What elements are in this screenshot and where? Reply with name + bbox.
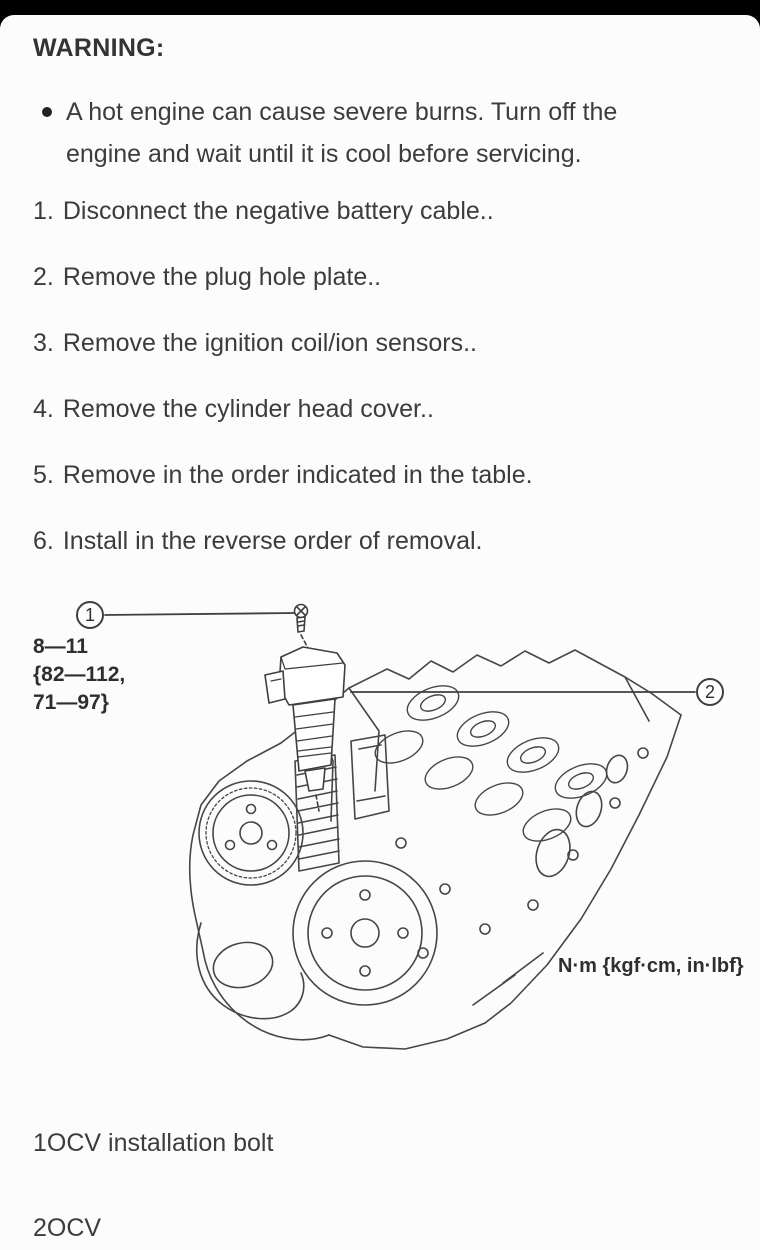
step-item: 1. Disconnect the negative battery cable… bbox=[33, 197, 732, 226]
torque-line-2: {82—112, bbox=[33, 663, 126, 686]
torque-spec: 8—11 {82—112, 71—97} bbox=[33, 633, 125, 717]
document-content: WARNING: A hot engine can cause severe b… bbox=[0, 15, 760, 1243]
legend-label: OCV bbox=[46, 1214, 102, 1242]
step-number: 4. bbox=[33, 395, 54, 423]
step-item: 4. Remove the cylinder head cover.. bbox=[33, 395, 732, 424]
step-text: Install in the reverse order of removal. bbox=[62, 527, 483, 555]
step-item: 6. Install in the reverse order of remov… bbox=[33, 527, 732, 556]
engine-diagram: 1 2 8—11 {82—112, 71—97} N·m {kgf·cm, in… bbox=[33, 593, 760, 1093]
step-text: Remove the cylinder head cover.. bbox=[62, 395, 434, 423]
legend-label: OCV installation bolt bbox=[46, 1129, 274, 1157]
legend-item: 1OCV installation bolt bbox=[33, 1129, 732, 1158]
torque-units-label: N·m {kgf·cm, in·lbf} bbox=[558, 955, 744, 977]
procedure-steps: 1. Disconnect the negative battery cable… bbox=[33, 197, 732, 556]
step-number: 1. bbox=[33, 197, 54, 225]
ocv-valve bbox=[264, 634, 346, 812]
step-number: 2. bbox=[33, 263, 54, 291]
step-number: 3. bbox=[33, 329, 54, 357]
torque-line-1: 8—11 bbox=[33, 635, 88, 658]
warning-bullet-text: A hot engine can cause severe burns. Tur… bbox=[66, 98, 618, 168]
legend-number: 1 bbox=[33, 1129, 47, 1157]
torque-line-3: 71—97} bbox=[33, 691, 109, 714]
step-number: 5. bbox=[33, 461, 54, 489]
step-text: Remove in the order indicated in the tab… bbox=[62, 461, 533, 489]
legend-number: 2 bbox=[33, 1214, 47, 1242]
step-number: 6. bbox=[33, 527, 54, 555]
callout-1-number: 1 bbox=[84, 604, 95, 625]
step-item: 3. Remove the ignition coil/ion sensors.… bbox=[33, 329, 732, 358]
callout-2-badge: 2 bbox=[696, 678, 724, 706]
callout-1-badge: 1 bbox=[76, 601, 104, 629]
legend-item: 2OCV bbox=[33, 1214, 732, 1243]
step-item: 2. Remove the plug hole plate.. bbox=[33, 263, 732, 292]
leader-lines bbox=[104, 612, 696, 693]
step-item: 5. Remove in the order indicated in the … bbox=[33, 461, 732, 490]
warning-bullet-item: A hot engine can cause severe burns. Tur… bbox=[33, 91, 732, 175]
bullet-icon bbox=[42, 107, 52, 117]
step-text: Remove the plug hole plate.. bbox=[62, 263, 382, 291]
document-sheet: WARNING: A hot engine can cause severe b… bbox=[0, 15, 760, 1250]
ocv-bolt bbox=[293, 603, 309, 633]
callout-2-number: 2 bbox=[704, 681, 715, 702]
step-text: Disconnect the negative battery cable.. bbox=[62, 197, 494, 225]
warning-heading: WARNING: bbox=[33, 34, 165, 62]
engine-line-art bbox=[104, 603, 696, 1050]
diagram-legend: 1OCV installation bolt 2OCV bbox=[33, 1129, 732, 1243]
step-text: Remove the ignition coil/ion sensors.. bbox=[62, 329, 477, 357]
engine-block-drawing bbox=[189, 649, 682, 1050]
